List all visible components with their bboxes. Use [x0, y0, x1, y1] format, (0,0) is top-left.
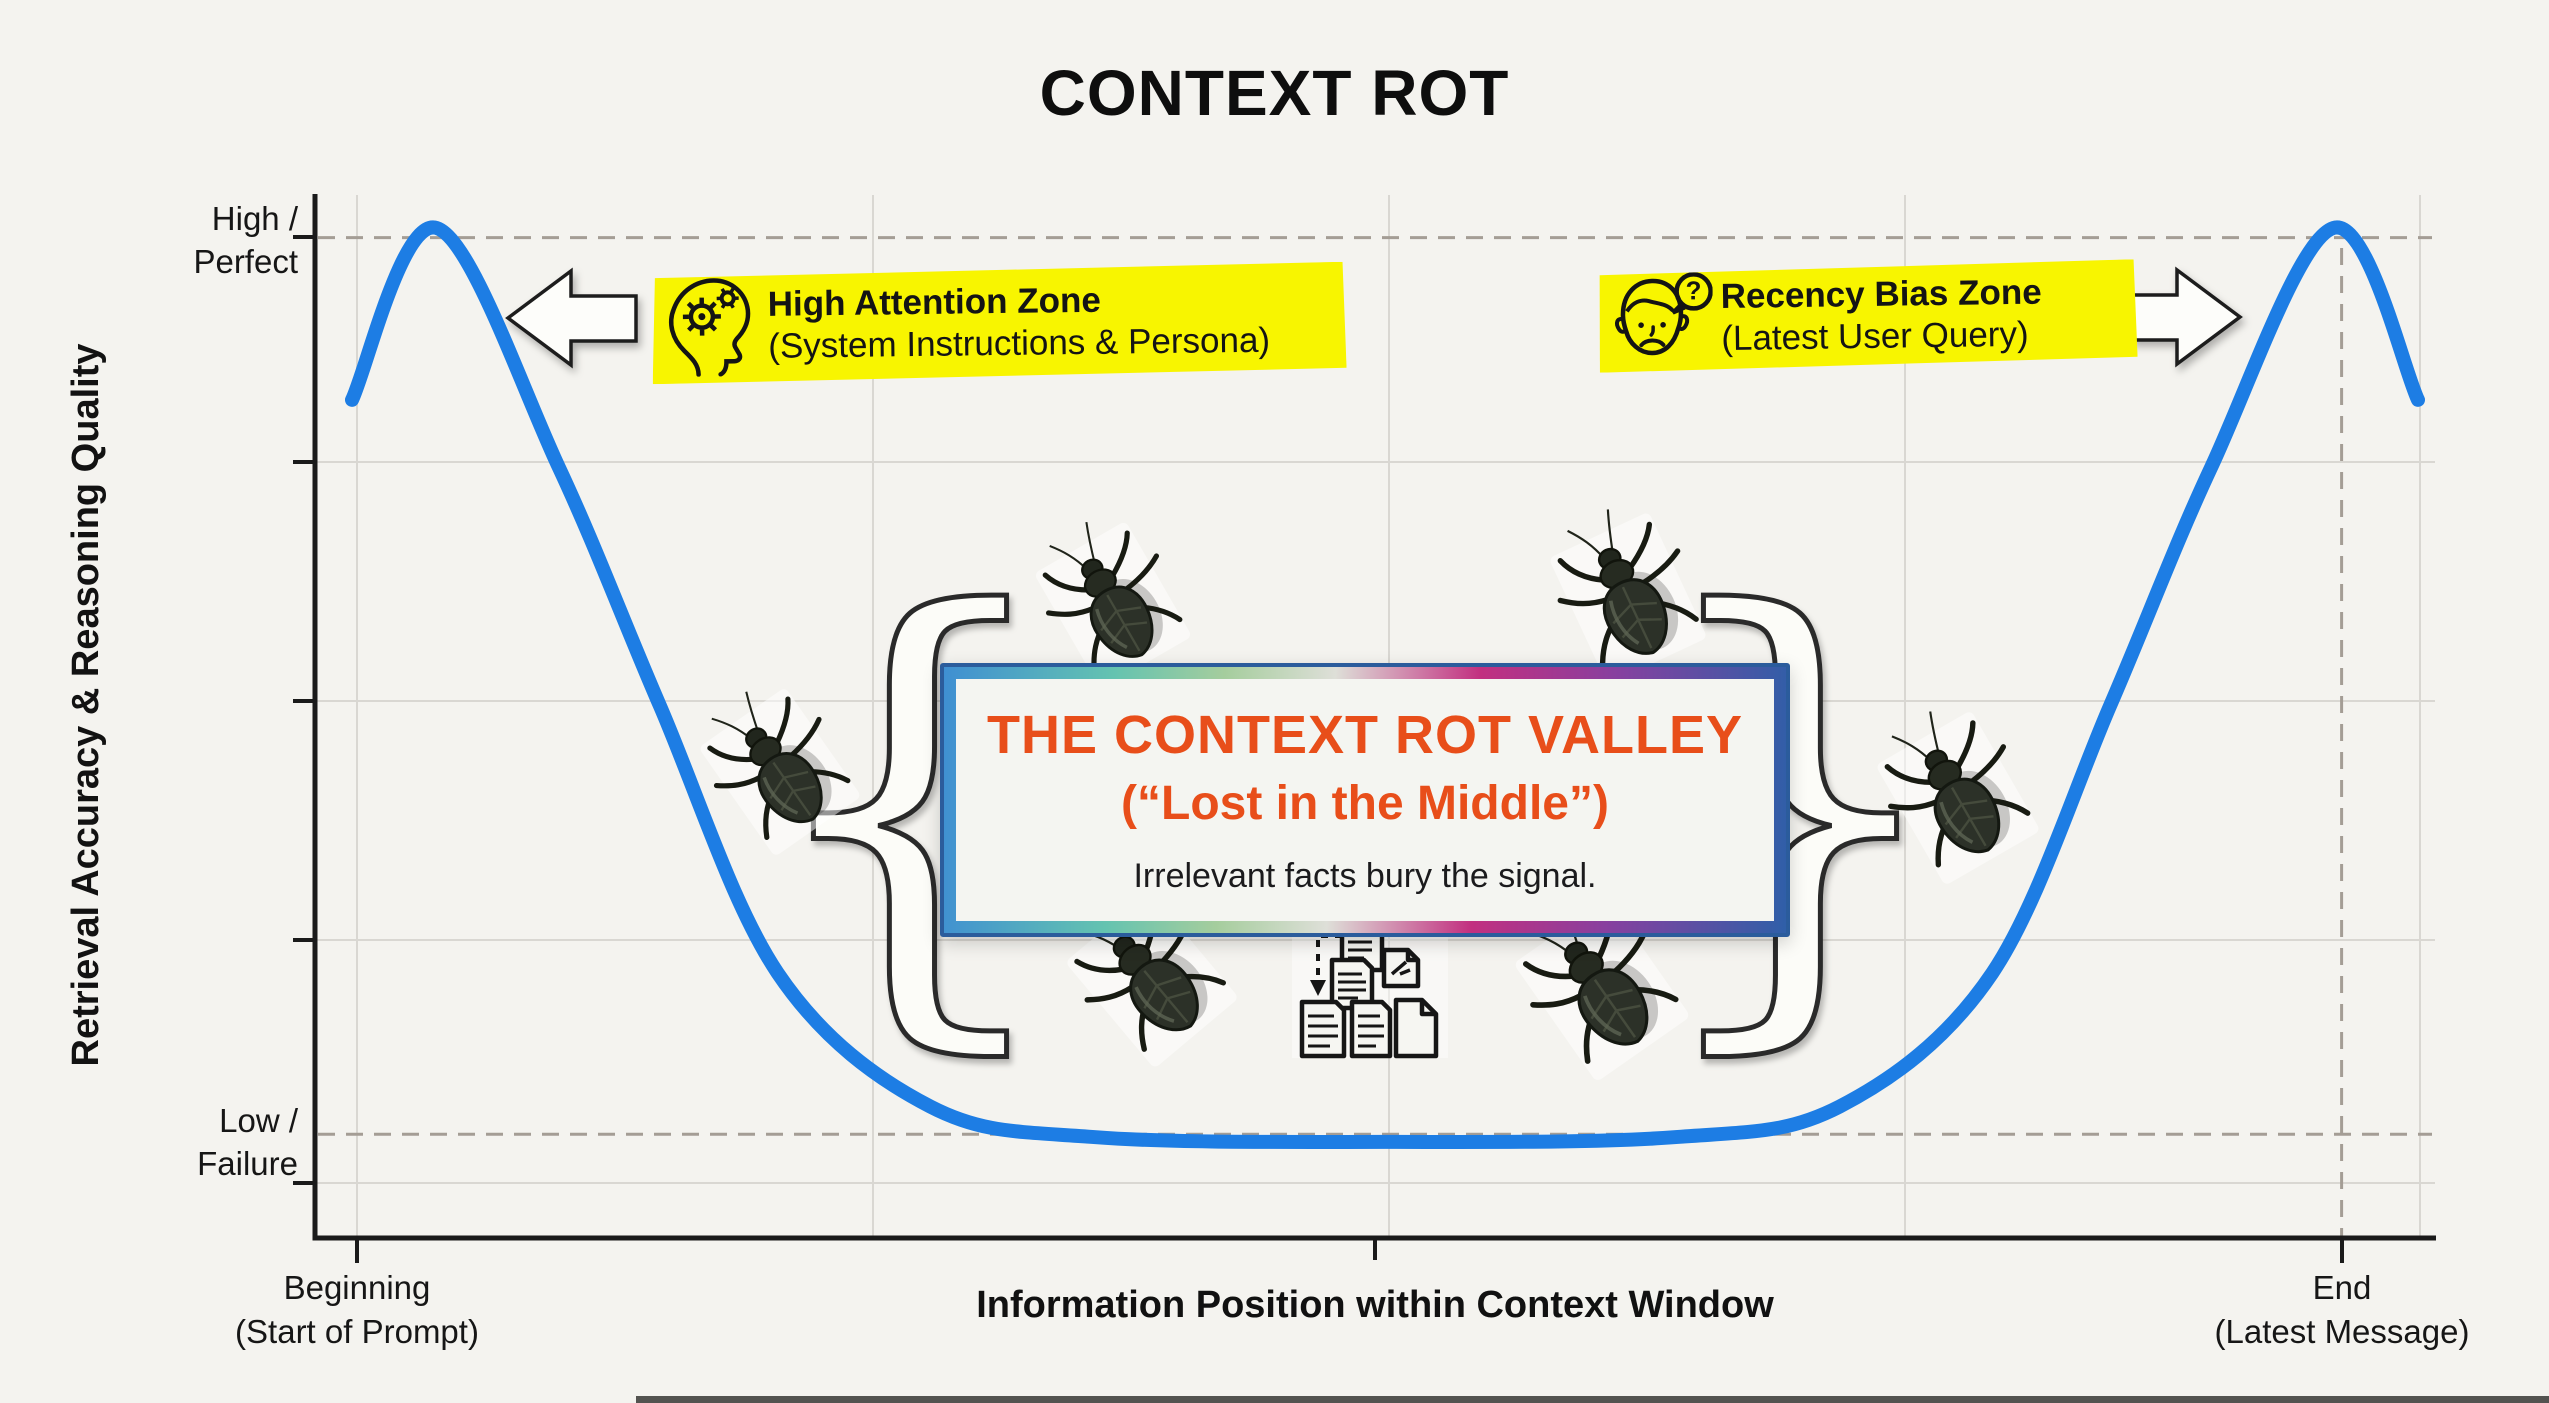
right-arrow-icon	[2130, 266, 2243, 368]
high-attention-zone-title: High Attention Zone	[767, 280, 1102, 324]
page-title: CONTEXT ROT	[1039, 57, 1510, 129]
x-tick-end-line2: (Latest Message)	[2214, 1313, 2470, 1351]
axis-frame	[312, 194, 2436, 1241]
recency-bias-zone-title: Recency Bias Zone	[1720, 272, 2042, 317]
y-tick-label-high: High / Perfect	[58, 198, 298, 284]
question-mark: ?	[1685, 275, 1701, 305]
y-tick-low-line1: Low /	[219, 1102, 298, 1139]
x-tick-beginning-line1: Beginning	[283, 1269, 431, 1306]
x-tick-beginning-line2: (Start of Prompt)	[235, 1313, 479, 1351]
left-arrow-icon	[505, 267, 638, 369]
axis-ticks	[293, 235, 2344, 1263]
y-tick-label-low: Low / Failure	[58, 1100, 298, 1186]
recency-bias-zone-subtitle: (Latest User Query)	[1721, 314, 2029, 359]
valley-subtitle: (“Lost in the Middle”)	[1121, 777, 1609, 830]
bottom-progress-bar	[636, 1396, 2549, 1403]
high-attention-zone-subtitle: (System Instructions & Persona)	[768, 320, 1271, 366]
x-tick-label-beginning: Beginning (Start of Prompt)	[107, 1266, 607, 1354]
head-gear-icon	[663, 276, 756, 377]
confused-face-icon: ?	[1602, 268, 1713, 370]
attention-curve	[345, 220, 2425, 1149]
y-tick-high-line1: High /	[211, 200, 298, 237]
y-tick-low-line2: Failure	[197, 1144, 298, 1182]
context-rot-valley-box: THE CONTEXT ROT VALLEY (“Lost in the Mid…	[940, 663, 1790, 937]
valley-caption: Irrelevant facts bury the signal.	[1133, 857, 1597, 895]
valley-title: THE CONTEXT ROT VALLEY	[986, 705, 1743, 765]
x-axis-title: Information Position within Context Wind…	[976, 1284, 1774, 1326]
left-brace: {	[751, 511, 1069, 1093]
recency-bias-zone-label: ? Recency Bias Zone (Latest User Query)	[1596, 259, 2137, 373]
context-rot-valley-box-inner: THE CONTEXT ROT VALLEY (“Lost in the Mid…	[956, 679, 1774, 921]
x-tick-label-end: End (Latest Message)	[2092, 1266, 2549, 1354]
y-tick-high-line2: Perfect	[193, 242, 298, 280]
x-tick-end-line1: End	[2312, 1269, 2372, 1306]
high-attention-zone-label: High Attention Zone (System Instructions…	[651, 262, 1346, 384]
